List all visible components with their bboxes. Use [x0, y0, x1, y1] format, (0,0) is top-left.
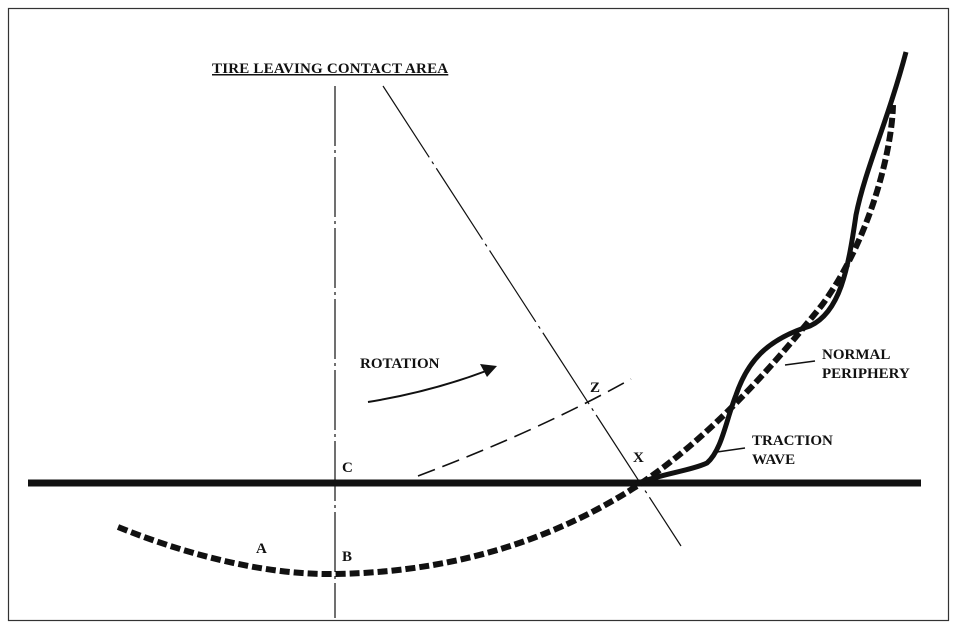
point-z-label: Z: [590, 380, 600, 396]
diagonal-reference-line: [382, 85, 682, 547]
normal-periphery-curve: [116, 104, 896, 578]
rotation-arc: [417, 378, 632, 477]
rotation-arrow: [367, 370, 487, 403]
traction-wave-curve: [635, 51, 909, 487]
point-x-label: X: [633, 450, 644, 466]
diagram-title: TIRE LEAVING CONTACT AREA: [212, 61, 448, 77]
diagram-frame: [7, 7, 950, 622]
rotation-label: ROTATION: [360, 356, 440, 372]
traction-wave-label-line1: TRACTION: [752, 433, 833, 449]
traction-wave-label-line2: WAVE: [752, 452, 795, 468]
normal-periphery-label-line1: NORMAL: [822, 347, 890, 363]
point-a-label: A: [256, 541, 267, 557]
normal-periphery-label-line2: PERIPHERY: [822, 366, 910, 382]
normal-periphery-leader: [784, 360, 816, 366]
rotation-arrow-head: [480, 364, 497, 377]
point-b-label: B: [342, 549, 352, 565]
traction-wave-leader: [716, 447, 746, 453]
point-c-label: C: [342, 460, 353, 476]
